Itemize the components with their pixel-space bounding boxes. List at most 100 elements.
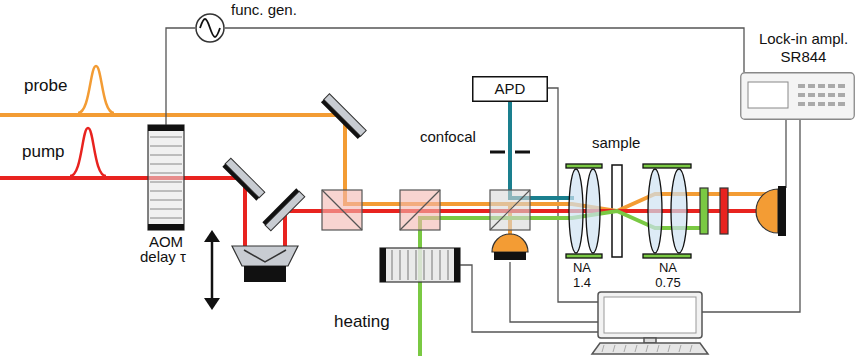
delay-stage: [232, 246, 298, 266]
detector: [778, 186, 786, 236]
delay-arrow: [211, 240, 214, 300]
lock-in-amplifier-part: [828, 93, 835, 97]
delay-arrow: [204, 298, 220, 310]
delay-arrow: [204, 230, 220, 310]
pinhole: [490, 151, 505, 154]
objective-lens: [671, 169, 687, 253]
function-generator-part: [196, 14, 224, 42]
mirror: [262, 188, 304, 230]
part-label: sample: [592, 134, 640, 151]
acousto-optic-modulator-part: [150, 146, 182, 147]
acousto-optic-modulator-part: [150, 173, 182, 174]
beam-splitter: [490, 190, 530, 230]
acousto-optic-modulator-part: [150, 200, 182, 201]
computer: [668, 345, 670, 352]
beam-splitter: [400, 190, 440, 230]
part-label: pump: [22, 142, 65, 162]
part-label: NA 0.75: [648, 261, 688, 291]
part-label: NA 1.4: [566, 261, 598, 291]
lock-in-amplifier-part: [828, 84, 835, 88]
heating-modulator: [440, 250, 441, 280]
computer: [635, 345, 637, 352]
device-label: Lock-in ampl. SR844: [752, 30, 855, 66]
lock-in-amplifier: Lock-in ampl. SR844: [740, 72, 855, 120]
delay-stage: [244, 266, 286, 282]
acousto-optic-modulator-part: [150, 182, 182, 183]
computer: [602, 345, 692, 352]
function-generator-part: [200, 19, 220, 37]
beam-splitter: [400, 190, 440, 230]
function-generator-outline: [195, 13, 225, 43]
lock-in-amplifier-part: [808, 102, 815, 106]
acousto-optic-modulator-part: [148, 125, 184, 131]
lock-in-amplifier-part: [838, 84, 845, 88]
mirror: [262, 188, 299, 225]
acousto-optic-modulator-part: [148, 125, 184, 230]
heating-modulator: [448, 250, 449, 280]
heating-modulator: [380, 248, 460, 282]
computer: [598, 292, 702, 338]
computer: [624, 345, 626, 352]
pinhole: [490, 151, 530, 154]
photodiode: [494, 252, 526, 260]
confocal-beam: [510, 102, 574, 198]
mirror: [222, 158, 264, 200]
mirror: [265, 191, 305, 231]
device-label: APD: [472, 80, 548, 98]
acousto-optic-modulator-part: [150, 137, 182, 138]
pump-pulse: [70, 128, 106, 176]
detector: [756, 189, 778, 233]
filter: [700, 188, 728, 234]
lock-in-amplifier-part: [741, 73, 855, 120]
computer: [592, 292, 708, 354]
heating-modulator: [432, 250, 433, 280]
part-label: probe: [24, 76, 67, 96]
computer: [646, 345, 648, 352]
objective-lens: [648, 169, 662, 253]
confocal-beam: [510, 102, 574, 198]
pump-pulse: [70, 128, 106, 176]
objective-lens: [566, 254, 602, 258]
signal-wire: [225, 28, 744, 72]
acousto-optic-modulator-part: [148, 224, 184, 230]
acousto-optic-modulator-part: [150, 218, 182, 219]
lock-in-amplifier-part: [818, 84, 825, 88]
lock-in-amplifier-part: [838, 102, 845, 106]
heating-modulator: [424, 250, 425, 280]
lock-in-amplifier-part: [798, 84, 805, 88]
computer: [690, 345, 692, 352]
mirror: [321, 99, 361, 139]
acousto-optic-modulator-outline: [148, 125, 184, 230]
mirror: [222, 164, 259, 201]
lock-in-amplifier-part: [828, 102, 835, 106]
detector-box: APD: [472, 76, 548, 102]
computer: [602, 345, 604, 352]
heating-modulator: [400, 250, 401, 280]
lock-in-amplifier-part: [808, 84, 815, 88]
lock-in-amplifier-part: [798, 102, 805, 106]
photodiode: [492, 234, 528, 260]
lock-in-amplifier-part: [838, 93, 845, 97]
delay-stage: [232, 246, 298, 282]
signal-wire: [785, 120, 786, 188]
heating-modulator: [392, 250, 393, 280]
mirror: [222, 94, 366, 231]
beam-splitter: [322, 190, 530, 230]
lock-in-amplifier-outline: [740, 72, 855, 120]
heating-modulator: [408, 250, 409, 280]
heating-modulator: [392, 250, 448, 280]
lock-in-amplifier-part: [818, 93, 825, 97]
lock-in-amplifier-part: [798, 93, 805, 97]
detector: [756, 186, 786, 236]
mirror: [321, 94, 366, 139]
filter: [700, 188, 708, 234]
beam-splitter: [322, 190, 362, 230]
acousto-optic-modulator: AOM: [148, 125, 184, 230]
heating-modulator: [380, 248, 460, 282]
probe-pulse: [78, 66, 114, 113]
objective-lens: [643, 164, 691, 168]
